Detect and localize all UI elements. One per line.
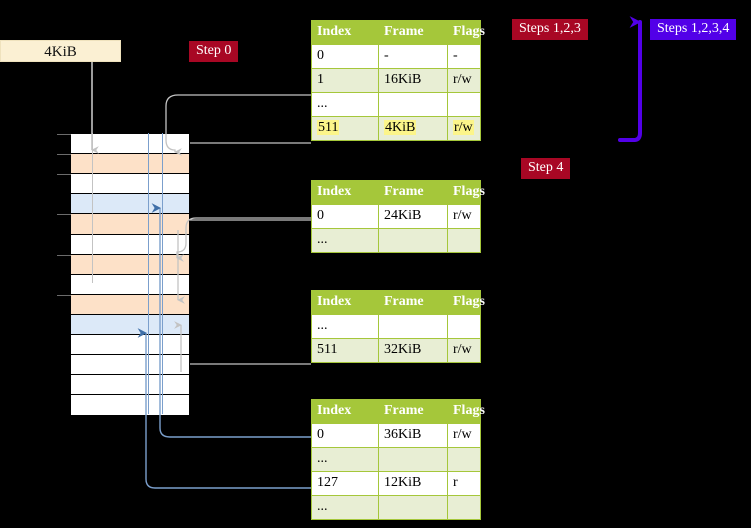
table-header-row: Index Frame Flags [311,290,485,315]
badge-steps-1-2-3: Steps 1,2,3 [512,19,588,41]
memory-row-tick [57,294,71,296]
cell-flags [447,92,481,117]
memory-row-tick [57,154,71,156]
column-header-frame: Frame [378,290,448,315]
wire-pt-pointer-up [174,321,182,372]
cell-index: 0 [311,44,379,69]
cell-flags [447,314,481,339]
column-header-index: Index [311,20,379,45]
memory-lane-divider [162,133,164,414]
cell-flags: - [447,44,481,69]
badge-step-0: Step 0 [189,41,239,63]
memory-frame-label-4kib: 4KiB [0,40,121,62]
cell-flags: r/w [447,116,481,141]
column-header-frame: Frame [378,180,448,205]
cell-text: r/w [453,120,474,135]
wire-pt-entry-0 [151,203,311,438]
table-header-row: Index Frame Flags [311,399,485,424]
memory-row-tick [57,134,71,135]
table-row: 511 4KiB r/w [311,116,481,141]
cell-text: 511 [317,120,340,135]
table-row: ... [311,314,481,339]
cell-index: 511 [311,338,379,363]
table-row: ... [311,447,481,472]
cell-flags [447,228,481,253]
memory-row [57,153,190,176]
memory-row-tick [57,214,71,216]
cell-frame [378,314,448,339]
column-header-flags: Flags [447,399,485,424]
table-header-row: Index Frame Flags [311,180,485,205]
cell-flags: r/w [447,68,481,93]
cell-flags: r/w [447,338,481,363]
memory-lane-divider [148,133,150,414]
column-header-frame: Frame [378,399,448,424]
cell-frame: - [378,44,448,69]
table-row: ... [311,92,481,117]
table-row: 0-- [311,44,481,69]
cell-frame [378,495,448,520]
memory-row-tick [57,174,71,176]
cell-frame: 12KiB [378,471,448,496]
wire-pdpt-pointer [176,217,311,262]
cell-frame: 36KiB [378,423,448,448]
cell-flags: r [447,471,481,496]
cell-frame: 32KiB [378,338,448,363]
table-row: ... [311,228,481,253]
cell-frame [378,447,448,472]
cell-text: 4KiB [384,120,417,135]
column-header-flags: Flags [447,290,485,315]
memory-lane-divider-gray [92,133,94,283]
cell-flags [447,495,481,520]
memory-frame-label-text: 4KiB [44,44,77,60]
column-header-index: Index [311,180,379,205]
wire-pt-entry-127 [137,328,311,489]
badge-step-4: Step 4 [521,158,571,180]
column-header-index: Index [311,290,379,315]
cell-index: 1 [311,68,379,93]
column-header-index: Index [311,399,379,424]
wire-pd-pointer [177,230,185,304]
cell-frame: 24KiB [378,204,448,229]
purple-bracket-arrow [618,16,642,142]
cell-index: 511 [311,116,379,141]
wire-pml4-entry-511 [165,94,311,156]
memory-row-tick [57,254,71,256]
cell-index: 0 [311,204,379,229]
cell-frame: 4KiB [378,116,448,141]
cell-flags: r/w [447,423,481,448]
cell-flags [447,447,481,472]
cell-index: ... [311,228,379,253]
cell-index: 0 [311,423,379,448]
column-header-flags: Flags [447,180,485,205]
cell-index: ... [311,495,379,520]
cell-index: ... [311,314,379,339]
table-row: ... [311,495,481,520]
memory-row [57,133,190,155]
memory-row [57,173,190,196]
cell-frame [378,228,448,253]
badge-steps-1-2-3-4: Steps 1,2,3,4 [650,19,737,41]
